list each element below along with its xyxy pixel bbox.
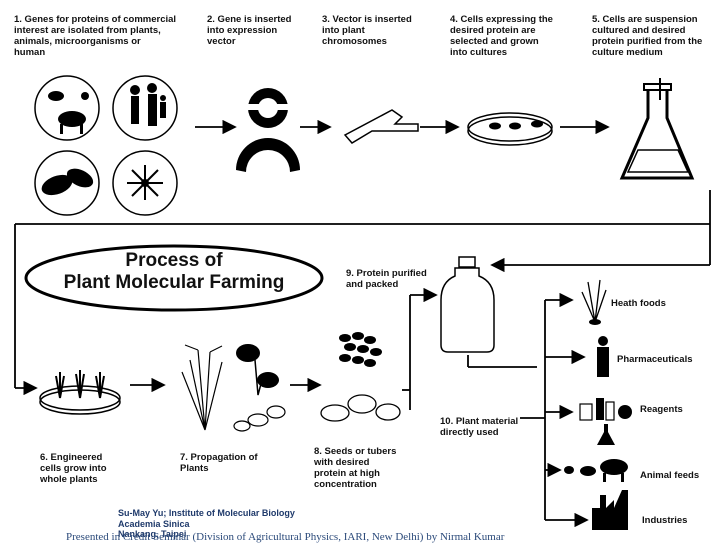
potato-plant-icon: [233, 344, 286, 432]
presentation-footer: Presented in Credit Seminar (Division of…: [66, 531, 505, 543]
step-10-label: 10. Plant material directly used: [440, 416, 519, 438]
step-2-label: 2. Gene is inserted into expression vect…: [207, 14, 292, 47]
plant-leaf-circle-icon: [34, 150, 100, 216]
step-8-label: 8. Seeds or tubers with desired protein …: [314, 446, 397, 490]
use-pharmaceuticals-label: Pharmaceuticals: [617, 354, 693, 365]
petri-dish-icon: [467, 112, 553, 146]
source-credit: Su-May Yu; Institute of Molecular Biolog…: [118, 508, 295, 539]
seeds-tubers-icon: [320, 332, 401, 422]
reagent-bottles-icon: [579, 398, 632, 445]
person-icon: [597, 336, 609, 377]
rice-plant-icon: [181, 344, 223, 431]
use-health-foods-label: Heath foods: [611, 298, 666, 309]
human-circle-icon: [112, 75, 178, 141]
title-ellipse: [24, 244, 324, 312]
step-7-label: 7. Propagation of Plants: [180, 452, 258, 474]
diagram-title: Process of Plant Molecular Farming: [63, 250, 285, 293]
use-animal-feeds-label: Animal feeds: [640, 470, 700, 481]
microorganism-circle-icon: [112, 150, 178, 216]
step-3-label: 3. Vector is inserted into plant chromos…: [322, 14, 412, 47]
step-6-label: 6. Engineered cells grow into whole plan…: [40, 452, 107, 485]
factory-icon: [592, 490, 628, 530]
use-industries-label: Industries: [642, 515, 688, 526]
plantlet-dish-icon: [39, 370, 121, 415]
bottle-icon: [440, 256, 495, 353]
step-4-label: 4. Cells expressing the desired protein …: [450, 14, 553, 58]
step-5-label: 5. Cells are suspension cultured and des…: [592, 14, 703, 58]
step-1-label: 1. Genes for proteins of commercial inte…: [14, 14, 177, 58]
step-9-label: 9. Protein purified and packed: [346, 268, 427, 290]
culture-flask-icon: [619, 78, 695, 180]
livestock-icon: [564, 459, 628, 482]
health-food-plant-icon: [581, 279, 607, 325]
chromosome-icon: [343, 109, 419, 144]
use-reagents-label: Reagents: [640, 404, 683, 415]
plasmid-vector-icon: [236, 88, 300, 172]
animal-circle-icon: [34, 75, 100, 141]
